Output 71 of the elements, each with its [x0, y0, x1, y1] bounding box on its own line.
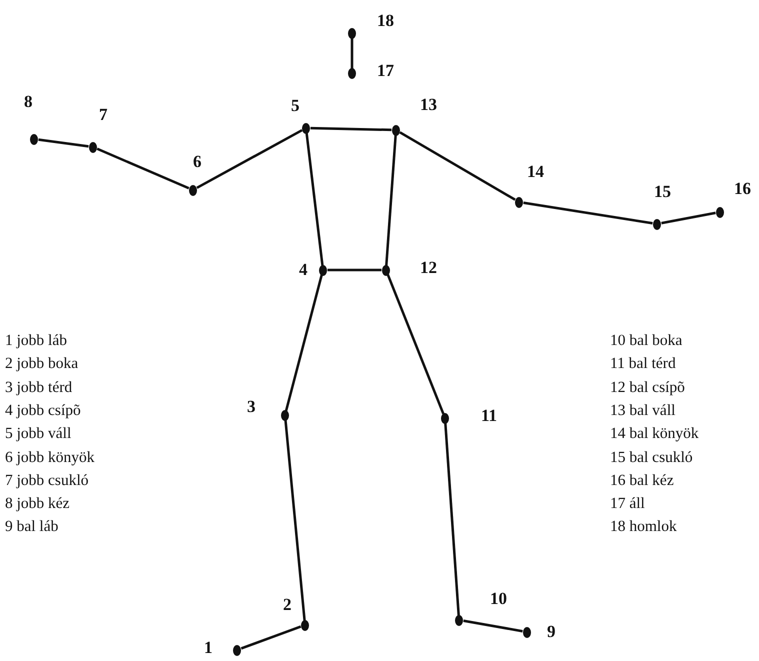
- joint-number: 9: [547, 622, 556, 642]
- limb-line: [196, 129, 303, 189]
- joint-number: 2: [283, 595, 292, 615]
- limb-line: [240, 625, 302, 650]
- limb-line: [463, 620, 523, 632]
- joint-dot: [455, 614, 463, 626]
- joint-number: 3: [247, 397, 256, 417]
- legend-entry: 5 jobb váll: [5, 425, 72, 444]
- joint-number: 12: [420, 258, 437, 278]
- joint-number: 1: [204, 638, 212, 658]
- limb-line: [328, 268, 382, 272]
- legend-entry: 12 bal csípõ: [610, 378, 685, 397]
- limb-line: [38, 138, 89, 148]
- limb-line: [385, 134, 397, 266]
- legend-entry: 16 bal kéz: [610, 472, 674, 490]
- joint-number: 7: [99, 105, 108, 125]
- limb-line: [284, 274, 324, 411]
- joint-dot: [30, 134, 38, 144]
- joint-number: 18: [377, 11, 394, 31]
- joint-dot: [716, 206, 724, 218]
- joint-dot: [382, 264, 390, 276]
- joint-dot: [348, 68, 356, 78]
- joint-dot: [301, 620, 309, 630]
- joint-number: 13: [420, 95, 437, 115]
- limb-line: [305, 132, 324, 266]
- limb-line: [399, 131, 516, 201]
- legend-entry: 11 bal térd: [610, 355, 676, 374]
- legend-entry: 15 bal csukló: [610, 448, 693, 466]
- joint-number: 11: [481, 406, 498, 426]
- joint-dot: [523, 626, 531, 638]
- joint-number: 17: [377, 61, 394, 81]
- joint-dot: [281, 410, 289, 420]
- limb-line: [96, 148, 190, 190]
- limb-line: [661, 212, 716, 224]
- legend-entry: 3 jobb térd: [5, 378, 72, 397]
- limb-line: [386, 274, 444, 414]
- joint-number: 15: [654, 182, 671, 202]
- joint-dot: [233, 644, 241, 656]
- legend-entry: 17 áll: [610, 495, 645, 514]
- joint-dot: [392, 124, 400, 136]
- legend-entry: 2 jobb boka: [5, 355, 78, 374]
- joint-dot: [653, 218, 661, 230]
- legend-entry: 7 jobb csukló: [5, 472, 89, 490]
- limb-line: [523, 201, 653, 225]
- joint-number: 5: [291, 96, 300, 116]
- joint-dot: [515, 196, 523, 208]
- legend-entry: 10 bal boka: [610, 332, 682, 350]
- legend-entry: 13 bal váll: [610, 402, 676, 420]
- legend-entry: 1 jobb láb: [5, 332, 67, 350]
- joint-dot: [348, 28, 356, 38]
- limb-line: [350, 38, 354, 68]
- limb-line: [310, 126, 392, 132]
- legend-entry: 18 homlok: [610, 518, 677, 536]
- legend-entry: 14 bal könyök: [610, 425, 699, 444]
- joint-number: 6: [193, 152, 202, 172]
- joint-number: 4: [299, 260, 308, 280]
- joint-dot: [441, 412, 449, 424]
- joint-dot: [319, 264, 327, 276]
- joint-dot: [89, 142, 97, 152]
- legend-entry: 6 jobb könyök: [5, 448, 95, 466]
- legend-entry: 9 bal láb: [5, 518, 58, 536]
- limb-line: [284, 419, 306, 621]
- joint-number: 8: [24, 92, 32, 112]
- joint-number: 16: [734, 179, 751, 199]
- limb-line: [444, 422, 460, 616]
- joint-dot: [302, 122, 310, 134]
- joint-number: 10: [490, 589, 507, 609]
- joint-number: 14: [527, 162, 544, 182]
- legend-entry: 4 jobb csípõ: [5, 402, 81, 420]
- legend-entry: 8 jobb kéz: [5, 495, 70, 514]
- joint-dot: [189, 184, 197, 196]
